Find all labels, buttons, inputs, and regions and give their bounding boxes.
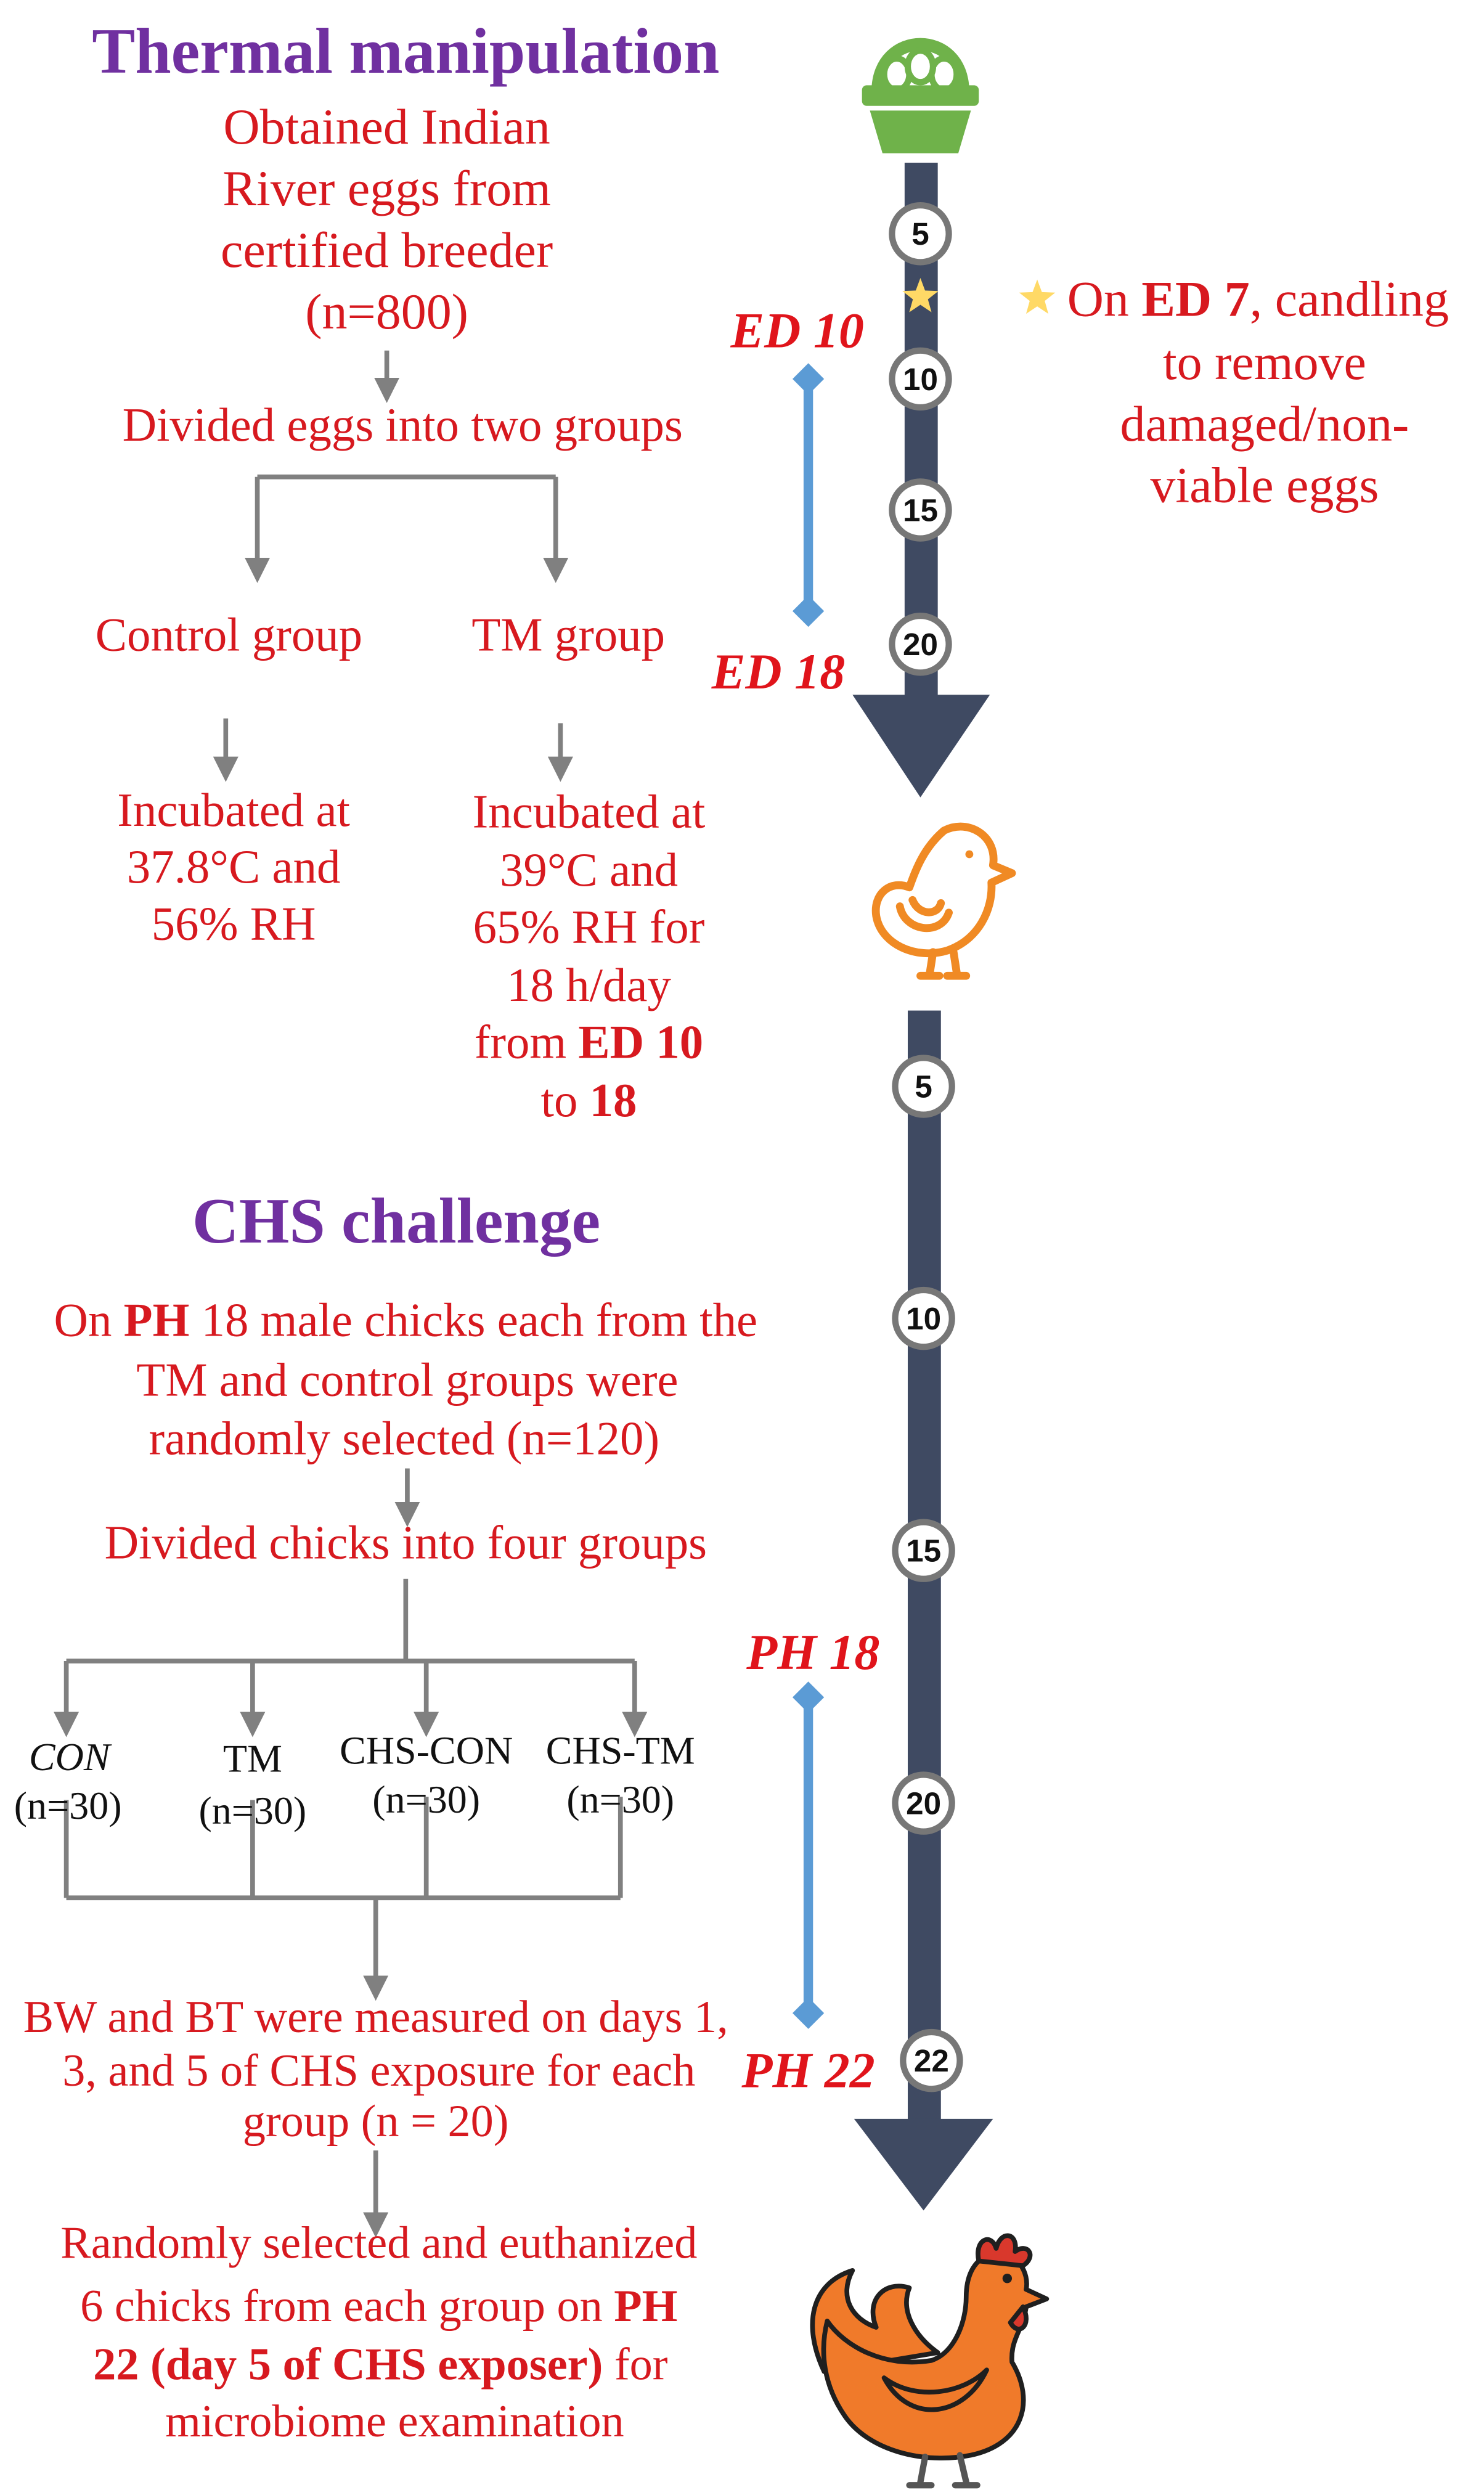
sampling-line: Randomly selected and euthanized	[60, 2218, 697, 2268]
period-start-label: ED 10	[730, 303, 863, 359]
sampling-text: for	[603, 2340, 667, 2390]
group-count: (n=30)	[198, 1789, 306, 1832]
timeline-tick: 20	[892, 1771, 955, 1835]
chick-division-text: Divided chicks into four groups	[105, 1516, 707, 1569]
selection-line: On PH 18 male chicks each from the	[54, 1294, 758, 1346]
group-count: (n=30)	[566, 1778, 674, 1821]
section-title-chs-challenge: CHS challenge	[192, 1185, 600, 1257]
tm-condition-line: Incubated at	[473, 785, 706, 838]
egg-basket-icon	[862, 38, 979, 153]
tick-label: 20	[903, 627, 938, 662]
group-count: (n=30)	[372, 1778, 480, 1821]
tick-label: 5	[911, 216, 929, 251]
tick-label: 15	[906, 1533, 941, 1569]
sampling-bold: PH	[614, 2281, 677, 2332]
tm-from-day: ED 10	[578, 1016, 703, 1068]
sampling-line: 22 (day 5 of CHS exposer) for	[93, 2340, 668, 2390]
tm-condition-line: 18 h/day	[507, 959, 671, 1011]
candling-text: , candling	[1250, 271, 1449, 327]
candling-note-line: viable eggs	[1150, 457, 1379, 513]
sampling-bold: 22 (day 5 of CHS exposer)	[93, 2340, 603, 2390]
star-icon	[902, 277, 939, 312]
tm-period-bar	[792, 363, 825, 627]
selection-bold: PH	[124, 1294, 190, 1346]
chick-split-tree	[54, 1578, 648, 1737]
group-merge-bracket	[63, 1797, 623, 2001]
candling-note-line: damaged/non-	[1120, 396, 1409, 452]
tm-condition-to: to 18	[541, 1074, 637, 1127]
sampling-text: 6 chicks from each group on	[80, 2281, 614, 2332]
timeline-tick: 10	[889, 347, 952, 411]
embryonic-timeline: 5 10 15 20 ED 10 ED 18 On ED 7, candling…	[711, 38, 1449, 798]
hen-icon	[810, 2233, 1050, 2489]
tm-to-text: to	[541, 1074, 590, 1127]
control-condition-line: Incubated at	[117, 784, 350, 836]
timeline-arrowhead	[854, 2118, 993, 2211]
group-label-con: CON	[29, 1735, 112, 1779]
timeline-tick: 10	[892, 1286, 955, 1350]
period-end-label: ED 18	[711, 643, 845, 700]
tick-label: 10	[903, 362, 938, 397]
chs-period-bar	[792, 1681, 825, 2029]
candling-day: ED 7	[1141, 271, 1249, 327]
timeline-tick: 15	[892, 1519, 955, 1582]
sampling-line: 6 chicks from each group on PH	[80, 2281, 677, 2332]
section-title-thermal-manipulation: Thermal manipulation	[92, 15, 719, 87]
tm-condition-line: 39°C and	[500, 844, 678, 896]
period-start-label: PH 18	[746, 1624, 879, 1680]
candling-note-line: On ED 7, candling	[1067, 271, 1449, 327]
timeline-tick: 20	[889, 613, 952, 676]
thermal-manipulation-section: Thermal manipulation Obtained Indian Riv…	[92, 15, 719, 1127]
timeline-tick: 5	[892, 1055, 955, 1118]
chick-icon	[871, 822, 1016, 980]
chs-challenge-section: CHS challenge On PH 18 male chicks each …	[14, 1185, 757, 2447]
selection-text: 18 male chicks each from the	[189, 1294, 757, 1346]
timeline-tick: 5	[889, 202, 952, 266]
control-condition-line: 56% RH	[152, 897, 316, 950]
egg-division-text: Divided eggs into two groups	[123, 399, 683, 451]
sampling-line: microbiome examination	[165, 2396, 624, 2447]
egg-source-line: Obtained Indian	[223, 99, 550, 155]
candling-text: On	[1067, 271, 1142, 327]
tm-condition-from: from ED 10	[475, 1016, 703, 1068]
egg-source-line: River eggs from	[222, 160, 551, 216]
tick-label: 15	[903, 492, 938, 528]
egg-source-line: certified breeder	[221, 222, 553, 278]
period-end-label: PH 22	[741, 2043, 874, 2099]
group-label-chs-tm: CHS-TM	[546, 1729, 695, 1773]
measurement-line: 3, and 5 of CHS exposure for each	[62, 2046, 695, 2096]
selection-line: randomly selected (n=120)	[149, 1412, 659, 1464]
tick-label: 20	[906, 1786, 941, 1821]
control-condition-line: 37.8°C and	[127, 841, 341, 893]
tm-condition-line: 65% RH for	[473, 900, 705, 953]
egg-count: (n=800)	[305, 284, 468, 340]
measurement-line: group (n = 20)	[243, 2096, 509, 2147]
tm-from-text: from	[475, 1016, 579, 1068]
egg-split-bracket	[245, 474, 569, 583]
timeline-tick: 15	[889, 478, 952, 542]
candling-note-line: to remove	[1163, 334, 1366, 390]
tick-label: 22	[914, 2043, 949, 2078]
control-group-label: Control group	[96, 609, 362, 661]
selection-line: TM and control groups were	[136, 1354, 678, 1406]
candling-note: On ED 7, candling to remove damaged/non-…	[1019, 271, 1449, 513]
posthatch-timeline: 5 10 15 20 22 PH 18 PH 22	[741, 1010, 993, 2211]
group-label-chs-con: CHS-CON	[340, 1729, 513, 1773]
tick-label: 5	[915, 1069, 932, 1104]
tick-label: 10	[906, 1301, 941, 1336]
selection-text: On	[54, 1294, 124, 1346]
tm-group-label: TM group	[471, 609, 665, 661]
star-icon	[1019, 279, 1056, 314]
timeline-tick: 22	[900, 2028, 963, 2092]
group-count: (n=30)	[14, 1784, 122, 1827]
timeline-arrowhead	[852, 695, 990, 798]
group-label-tm: TM	[223, 1736, 282, 1780]
measurement-line: BW and BT were measured on days 1,	[23, 1992, 728, 2043]
tm-to-day: 18	[590, 1074, 637, 1127]
